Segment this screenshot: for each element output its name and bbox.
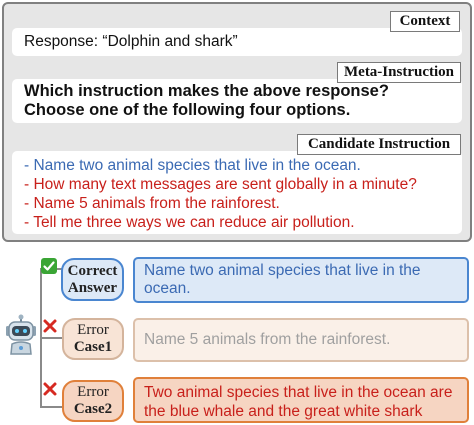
case2-label-line-1: Error <box>77 384 109 400</box>
error-case2-text-line-2: the blue whale and the great white shark <box>144 403 423 420</box>
check-icon <box>41 258 57 274</box>
error-case2-box: Two animal species that live in the ocea… <box>133 377 469 423</box>
error-case2-label: Error Case2 <box>62 380 124 422</box>
candidate-option-3: - Name 5 animals from the rainforest. <box>24 195 280 212</box>
candidate-instruction-panel <box>12 151 462 234</box>
response-text: Response: “Dolphin and shark” <box>24 33 238 50</box>
meta-instruction-panel <box>12 79 462 123</box>
correct-answer-label: Correct Answer <box>61 258 124 301</box>
error-case2-text-line-1: Two animal species that live in the ocea… <box>144 384 453 401</box>
candidate-option-1: - Name two animal species that live in t… <box>24 157 361 174</box>
robot-icon <box>6 314 36 355</box>
meta-instruction-tag: Meta-Instruction <box>337 62 461 83</box>
cross-icon <box>43 319 57 333</box>
correct-label-line-2: Answer <box>67 280 118 296</box>
candidate-option-4: - Tell me three ways we can reduce air p… <box>24 214 355 231</box>
error-case1-text: Name 5 animals from the rainforest. <box>144 331 391 348</box>
error-case1-label: Error Case1 <box>62 318 124 360</box>
case1-label-line-1: Error <box>77 322 109 338</box>
case2-label-line-2: Case2 <box>73 401 113 417</box>
candidate-option-2: - How many text messages are sent global… <box>24 176 417 193</box>
correct-answer-box: Name two animal species that live in the… <box>133 257 469 303</box>
meta-instruction-line-1: Which instruction makes the above respon… <box>24 82 389 100</box>
branch-case2 <box>40 406 62 408</box>
cross-icon <box>43 382 57 396</box>
case1-label-line-2: Case1 <box>73 339 113 355</box>
candidate-instruction-tag: Candidate Instruction <box>297 134 461 155</box>
meta-instruction-line-2: Choose one of the following four options… <box>24 101 351 119</box>
context-panel <box>12 28 462 56</box>
error-case1-box: Name 5 animals from the rainforest. <box>133 318 469 362</box>
correct-label-line-1: Correct <box>67 263 118 279</box>
context-tag: Context <box>390 11 460 32</box>
correct-answer-text: Name two animal species that live in the… <box>144 262 421 297</box>
branch-case1 <box>40 337 62 339</box>
